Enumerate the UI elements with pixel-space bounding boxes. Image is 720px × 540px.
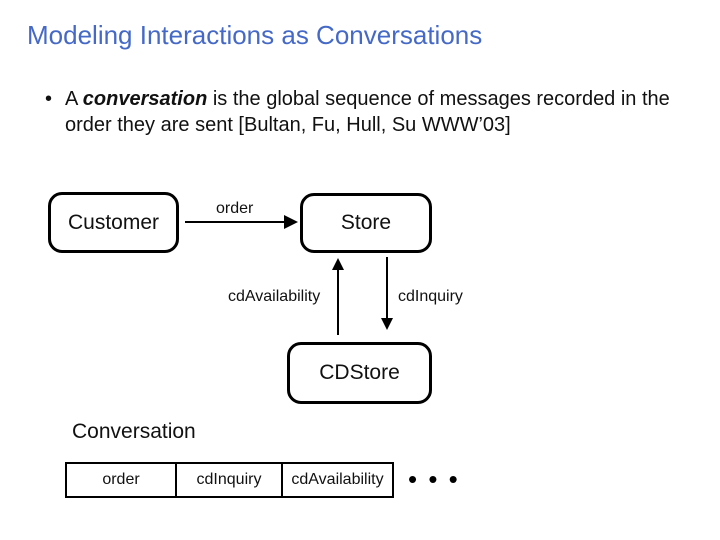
customer-node: Customer bbox=[48, 192, 179, 253]
ellipsis-dots: • • • bbox=[408, 464, 460, 494]
bullet-text-rest: is the global sequence of messages recor… bbox=[65, 88, 670, 136]
conversation-cell-order: order bbox=[102, 471, 140, 488]
bullet-text-prefix: A bbox=[65, 88, 83, 110]
conversation-cell-cdinquiry: cdInquiry bbox=[175, 464, 281, 496]
store-node-label: Store bbox=[340, 211, 392, 234]
order-arrow-line bbox=[185, 221, 285, 223]
cd-inquiry-edge-label: cdInquiry bbox=[398, 288, 463, 305]
cdstore-node: CDStore bbox=[287, 342, 432, 404]
order-edge-label: order bbox=[216, 200, 254, 217]
cdstore-node-label: CDStore bbox=[319, 361, 400, 384]
bullet-text: A conversation is the global sequence of… bbox=[65, 86, 682, 138]
conversation-emphasis: conversation bbox=[82, 88, 208, 110]
store-node: Store bbox=[300, 193, 432, 253]
cd-availability-arrow-line bbox=[337, 268, 339, 335]
cd-availability-arrow-head bbox=[332, 258, 344, 270]
customer-node-label: Customer bbox=[67, 210, 160, 234]
page-title: Modeling Interactions as Conversations bbox=[27, 20, 483, 50]
order-arrow-head bbox=[284, 215, 298, 229]
cd-availability-edge-label: cdAvailability bbox=[228, 288, 321, 305]
cd-inquiry-arrow-head bbox=[381, 318, 393, 330]
conversation-cell-cdavailability: cdAvailability bbox=[281, 464, 392, 496]
conversation-table: order cdInquiry cdAvailability bbox=[65, 462, 394, 498]
conversation-label: Conversation bbox=[72, 420, 196, 443]
cd-inquiry-arrow-line bbox=[386, 257, 388, 319]
bullet-marker: • bbox=[45, 88, 53, 110]
